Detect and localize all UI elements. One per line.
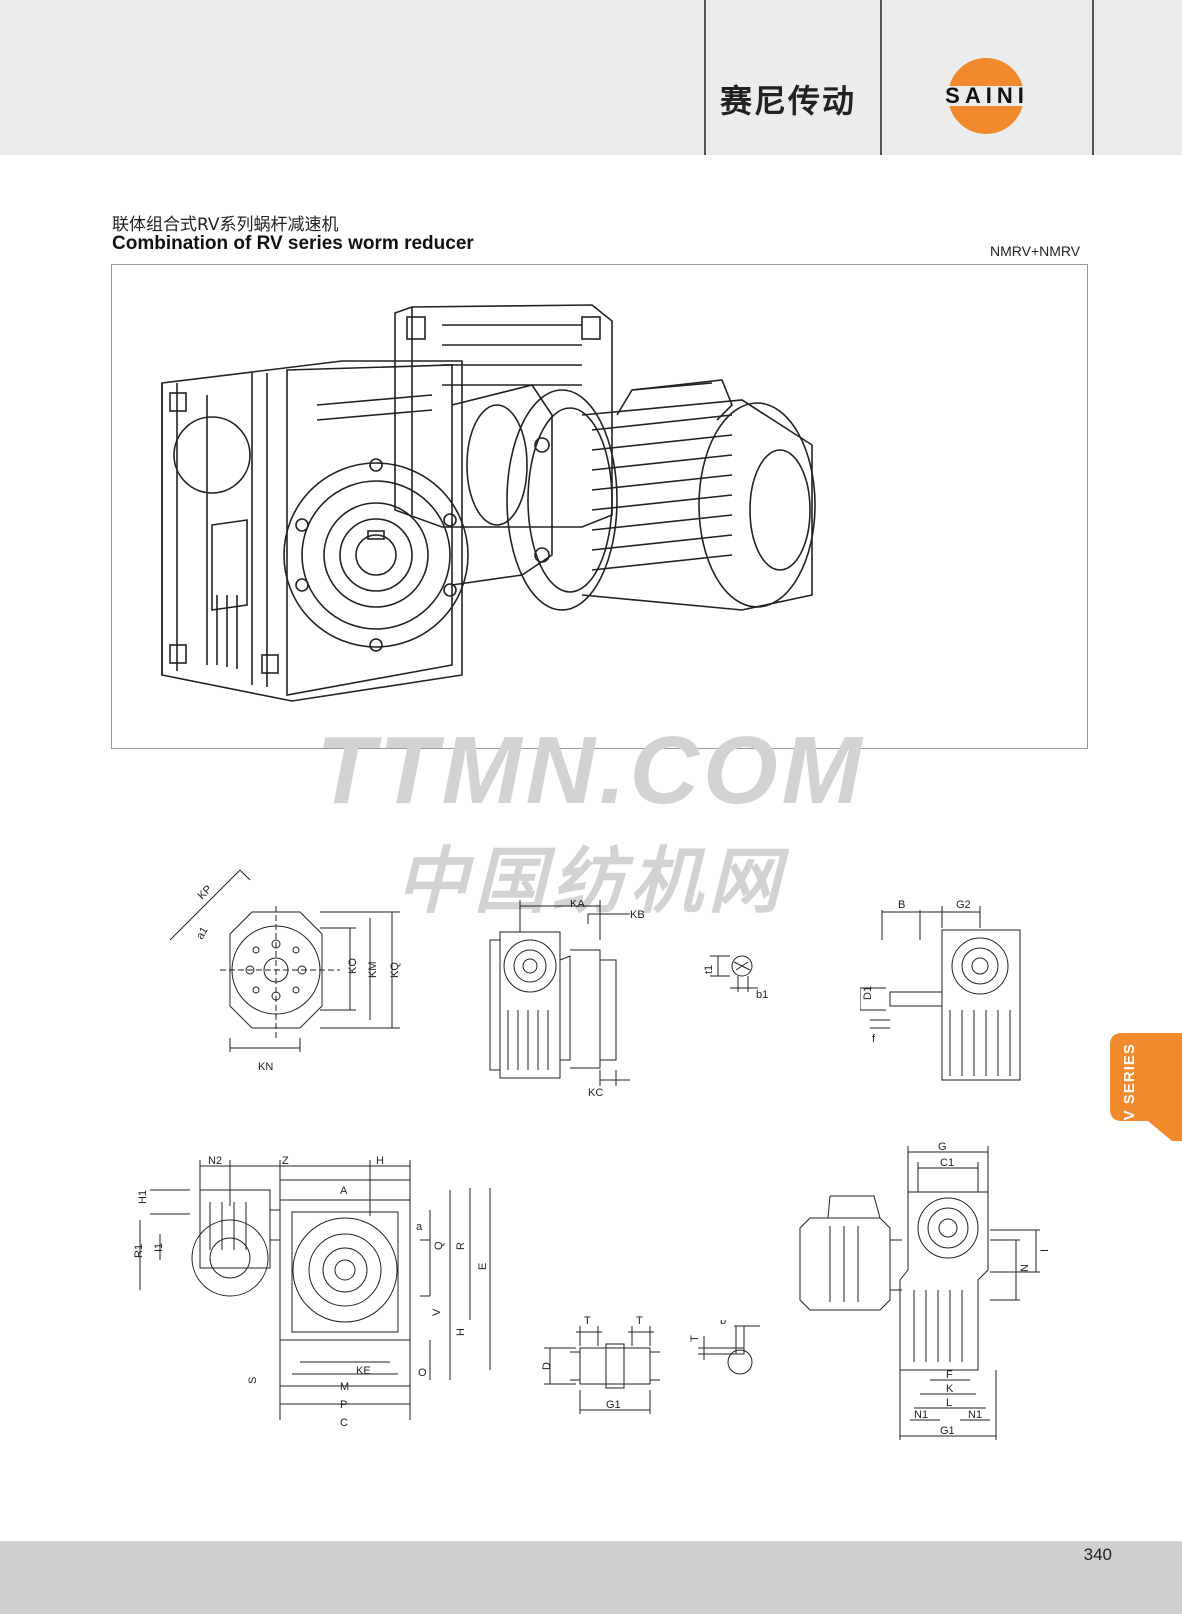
- dim-label-S: S: [247, 1377, 259, 1384]
- dim-label-G1: G1: [940, 1425, 955, 1437]
- header-divider: [880, 0, 882, 155]
- dim-label-Z: Z: [282, 1155, 289, 1167]
- dim-label-b1: b1: [756, 989, 768, 1001]
- worm-reducer-illustration: [161, 304, 816, 702]
- dim-label-a: a: [416, 1221, 423, 1233]
- shaft-view-drawing: B G2 D1 f: [860, 900, 1021, 1081]
- dim-label-H-right: H: [455, 1328, 467, 1336]
- dim-label-a1: a1: [194, 925, 211, 942]
- title-chinese: 联体组合式RV系列蜗杆减速机: [112, 215, 339, 235]
- rv-series-tab-label: RV SERIES: [1120, 1042, 1138, 1132]
- dim-label-KO: KO: [347, 958, 359, 974]
- dim-label-T-left: T: [584, 1315, 591, 1327]
- dim-label-N: N: [1019, 1264, 1031, 1272]
- key-section-drawing: t1 b1: [703, 955, 768, 1001]
- page-number: 340: [1083, 1545, 1112, 1564]
- dim-label-D1: D1: [862, 986, 874, 1000]
- dim-label-T-right: T: [636, 1315, 643, 1327]
- dim-label-R: R: [455, 1242, 467, 1250]
- dim-label-G: G: [938, 1141, 947, 1153]
- model-label: NMRV+NMRV: [990, 243, 1081, 259]
- dim-label-G2: G2: [956, 900, 971, 911]
- dim-label-T: T: [690, 1335, 701, 1342]
- dim-label-I: I: [1039, 1249, 1051, 1252]
- dim-label-C1: C1: [940, 1157, 954, 1169]
- logo-text: SAINI: [945, 83, 1029, 108]
- dim-label-KN: KN: [258, 1061, 273, 1073]
- watermark-line1: TTMN.COM: [316, 717, 866, 824]
- front-view-drawing: N2 Z H A H1 R1 I1 a Q R E V H S O KE M P…: [133, 1155, 491, 1429]
- title-english: Combination of RV series worm reducer: [112, 233, 474, 254]
- dim-label-KA: KA: [570, 900, 585, 910]
- dim-label-H1: H1: [137, 1190, 149, 1204]
- page-footer: [0, 1541, 1182, 1614]
- flange-view-drawing: KP a1 KO KM KQ KN: [169, 870, 401, 1073]
- dim-label-P: P: [340, 1399, 347, 1411]
- hollow-shaft-drawing: T T D G1: [541, 1315, 660, 1414]
- dim-label-L: L: [946, 1397, 952, 1409]
- right-view-drawing: G C1 I N F K L N1 N1 G1: [799, 1141, 1051, 1440]
- header-divider: [1092, 0, 1094, 155]
- dim-label-R1: R1: [133, 1244, 145, 1258]
- side-view-drawing: KA KB KC: [489, 900, 645, 1099]
- product-illustration-frame: [111, 264, 1088, 749]
- dim-label-F: F: [946, 1369, 953, 1381]
- dim-label-KB: KB: [630, 909, 645, 921]
- brand-name: 赛尼传动: [720, 82, 857, 120]
- saini-logo: SAINI: [922, 56, 1052, 136]
- dim-label-H-top: H: [376, 1155, 384, 1167]
- dim-label-O: O: [418, 1367, 427, 1379]
- dim-label-t1: t1: [703, 965, 715, 974]
- dim-label-G1: G1: [606, 1399, 621, 1411]
- dim-label-KE: KE: [356, 1365, 371, 1377]
- dim-label-V: V: [431, 1308, 443, 1316]
- header-divider: [704, 0, 706, 155]
- dim-label-b: b: [720, 1320, 726, 1327]
- dim-label-E: E: [477, 1263, 489, 1270]
- rv-series-tab-label-box: RV SERIES: [1110, 1033, 1148, 1141]
- dim-label-K: K: [946, 1383, 954, 1395]
- dim-label-A: A: [340, 1185, 348, 1197]
- keyway-drawing: T b: [690, 1320, 760, 1375]
- dim-label-KP: KP: [196, 883, 215, 902]
- dim-label-f: f: [872, 1033, 876, 1045]
- rv-series-tab: [1110, 1033, 1182, 1141]
- dim-label-I1: I1: [153, 1243, 165, 1252]
- dim-label-M: M: [340, 1381, 349, 1393]
- dim-label-N1-left: N1: [914, 1409, 928, 1421]
- dim-label-KQ: KQ: [389, 962, 401, 978]
- dim-label-N1-right: N1: [968, 1409, 982, 1421]
- watermark-line2: 中国纺机网: [395, 839, 786, 923]
- dim-label-N2: N2: [208, 1155, 222, 1167]
- dim-label-KM: KM: [367, 962, 379, 979]
- dim-label-B: B: [898, 900, 905, 911]
- dim-label-C: C: [340, 1417, 348, 1429]
- dim-label-D: D: [541, 1362, 553, 1370]
- dim-label-Q: Q: [433, 1241, 445, 1250]
- dim-label-KC: KC: [588, 1087, 603, 1099]
